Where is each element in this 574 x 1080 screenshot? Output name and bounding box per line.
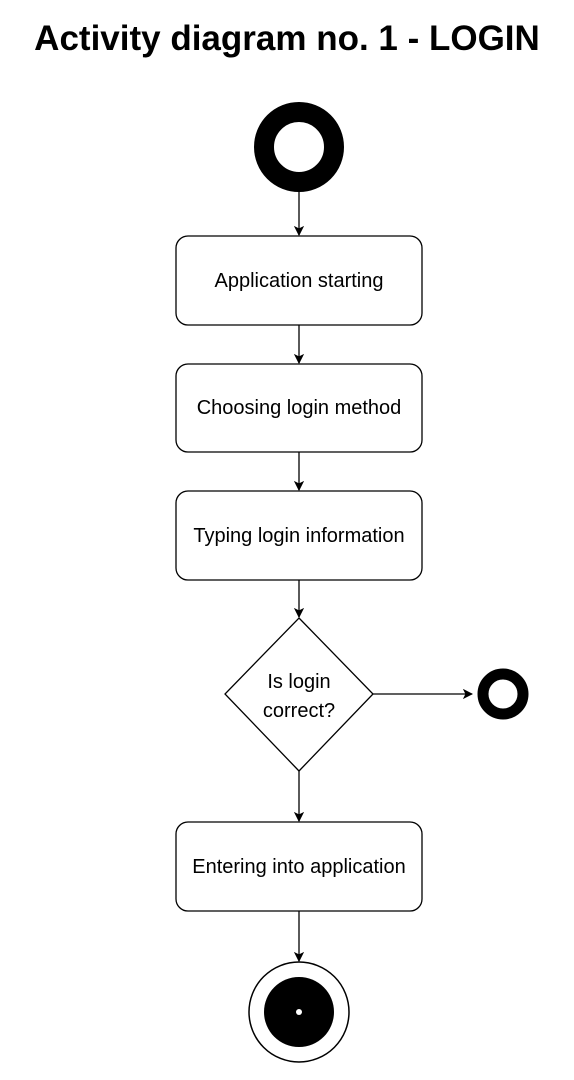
action-label: Choosing login method: [197, 397, 402, 419]
action-label: Application starting: [215, 270, 384, 292]
action-label: Entering into application: [192, 856, 405, 878]
diagram-title: Activity diagram no. 1 - LOGIN: [34, 19, 540, 58]
action-application-starting: Application starting: [175, 235, 423, 326]
flow-final-node: [477, 668, 529, 720]
action-box: [175, 235, 423, 326]
action-label: Typing login information: [193, 525, 404, 547]
action-box: [175, 490, 423, 581]
action-box: [175, 821, 423, 912]
initial-node: [254, 102, 344, 192]
action-box: [175, 363, 423, 453]
action-choosing-login-method: Choosing login method: [175, 363, 423, 453]
action-typing-login-information: Typing login information: [175, 490, 423, 581]
activity-final-node: [248, 961, 350, 1063]
decision-diamond: [224, 617, 374, 772]
decision-label-line2: correct?: [263, 700, 335, 722]
action-entering-into-application: Entering into application: [175, 821, 423, 912]
decision-label-line1: Is login: [267, 671, 330, 693]
final-center-dot: [296, 1009, 302, 1015]
decision-is-login-correct: Is login correct?: [224, 617, 374, 772]
